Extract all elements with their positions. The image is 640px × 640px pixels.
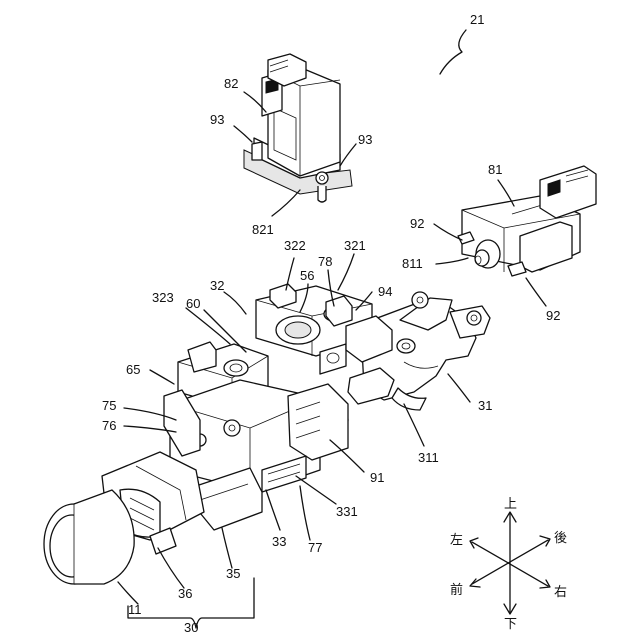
label-pin-lower: 92: [546, 308, 560, 323]
label-part-94: 94: [378, 284, 392, 299]
label-part-56: 56: [300, 268, 314, 283]
dir-front: 前: [450, 582, 463, 598]
label-solenoid-top: 82: [224, 76, 238, 91]
label-part-60: 60: [186, 296, 200, 311]
label-frame-c: 323: [152, 290, 174, 305]
label-boss-right: 93: [358, 132, 372, 147]
label-plunger-right: 811: [402, 256, 423, 271]
dir-right: 右: [554, 585, 567, 600]
dir-back: 後: [554, 531, 567, 546]
label-assembly: 21: [470, 12, 484, 27]
main-body-drawing: [44, 284, 490, 584]
label-part-331: 331: [336, 504, 358, 519]
right-solenoid-drawing: [458, 166, 596, 276]
label-frame-b: 321: [344, 238, 366, 253]
dir-down: 下: [504, 617, 517, 632]
label-group: 30: [184, 620, 198, 635]
dir-left: 左: [450, 533, 463, 548]
label-frame: 32: [210, 278, 224, 293]
label-part-33: 33: [272, 534, 286, 549]
label-part-36: 36: [178, 586, 192, 601]
label-solenoid-top-base: 821: [252, 222, 274, 237]
label-part-91: 91: [370, 470, 384, 485]
label-part-35: 35: [226, 566, 240, 581]
label-pin-upper: 92: [410, 216, 424, 231]
label-part-75: 75: [102, 398, 116, 413]
label-part-78: 78: [318, 254, 332, 269]
label-part-77: 77: [308, 540, 322, 555]
label-part-76: 76: [102, 418, 116, 433]
label-housing-arm: 311: [418, 450, 439, 465]
dir-up: 上: [504, 497, 517, 512]
label-frame-a: 322: [284, 238, 306, 253]
label-solenoid-right: 81: [488, 162, 502, 177]
top-solenoid-drawing: [244, 54, 352, 202]
label-boss-left: 93: [210, 112, 224, 127]
label-part-65: 65: [126, 362, 140, 377]
direction-compass: 上 下 左 後 前 右: [450, 497, 567, 632]
label-knob: 11: [128, 602, 142, 617]
label-housing: 31: [478, 398, 492, 413]
